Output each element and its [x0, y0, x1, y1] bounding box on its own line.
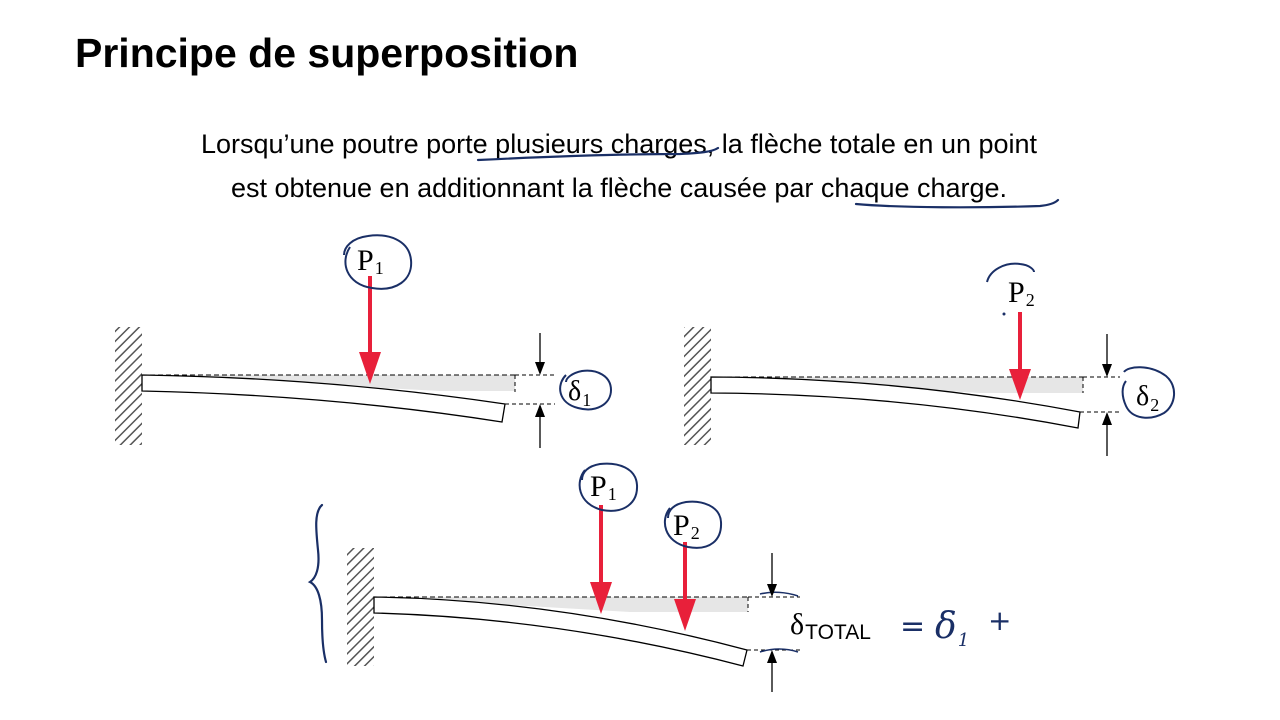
combined-load2-circle — [663, 500, 723, 549]
case1-load-circle — [343, 234, 413, 290]
underline-plusieurs-charges — [476, 146, 720, 162]
intro-line-1: Lorsqu’une poutre porte plusieurs charge… — [200, 129, 1038, 159]
combined-load2-label: P2 — [673, 509, 700, 543]
case2-deflected-beam — [710, 376, 1081, 429]
underline-chaque-charge — [854, 198, 1060, 209]
slide-title: Principe de superposition — [75, 30, 579, 76]
combined-load1-label: P1 — [590, 470, 617, 504]
case1-diagram: P1 δ1 — [115, 234, 613, 448]
case2-diagram: P2 δ2 — [684, 262, 1175, 456]
case2-deflection-label: δ2 — [1136, 381, 1159, 415]
equation-delta-term: δ1 — [935, 606, 969, 651]
highlight-chaque-charge: chaque charge — [820, 173, 1000, 203]
intro-text: Lorsqu’une poutre porte plusieurs charge… — [0, 122, 1238, 210]
case1-deflected-beam — [141, 374, 506, 423]
combined-diagram: P1 P2 δTOTAL = δ1 + — [307, 462, 1011, 692]
equation-plus: + — [988, 604, 1011, 637]
case1-load-label: P1 — [357, 244, 384, 278]
intro-line-2: est obtenue en additionnant la flèche ca… — [230, 173, 1008, 203]
combined-deflection-label: δTOTAL — [790, 608, 871, 644]
hand-drawn-brace — [307, 503, 328, 664]
combined-deflected-beam — [373, 596, 748, 667]
combined-deflected-area — [374, 597, 748, 612]
case1-deflection-circle — [559, 369, 613, 411]
case2-wall-support — [684, 327, 711, 445]
case2-deflection-circle — [1121, 366, 1175, 419]
equation-equals: = — [900, 609, 925, 644]
case2-load-circle — [986, 262, 1035, 283]
combined-load1-circle — [578, 462, 639, 512]
combined-wall-support — [347, 548, 374, 666]
case1-deflection-label: δ1 — [568, 376, 591, 410]
case1-wall-support — [115, 327, 142, 445]
case2-load-label: P2 — [1008, 276, 1035, 310]
